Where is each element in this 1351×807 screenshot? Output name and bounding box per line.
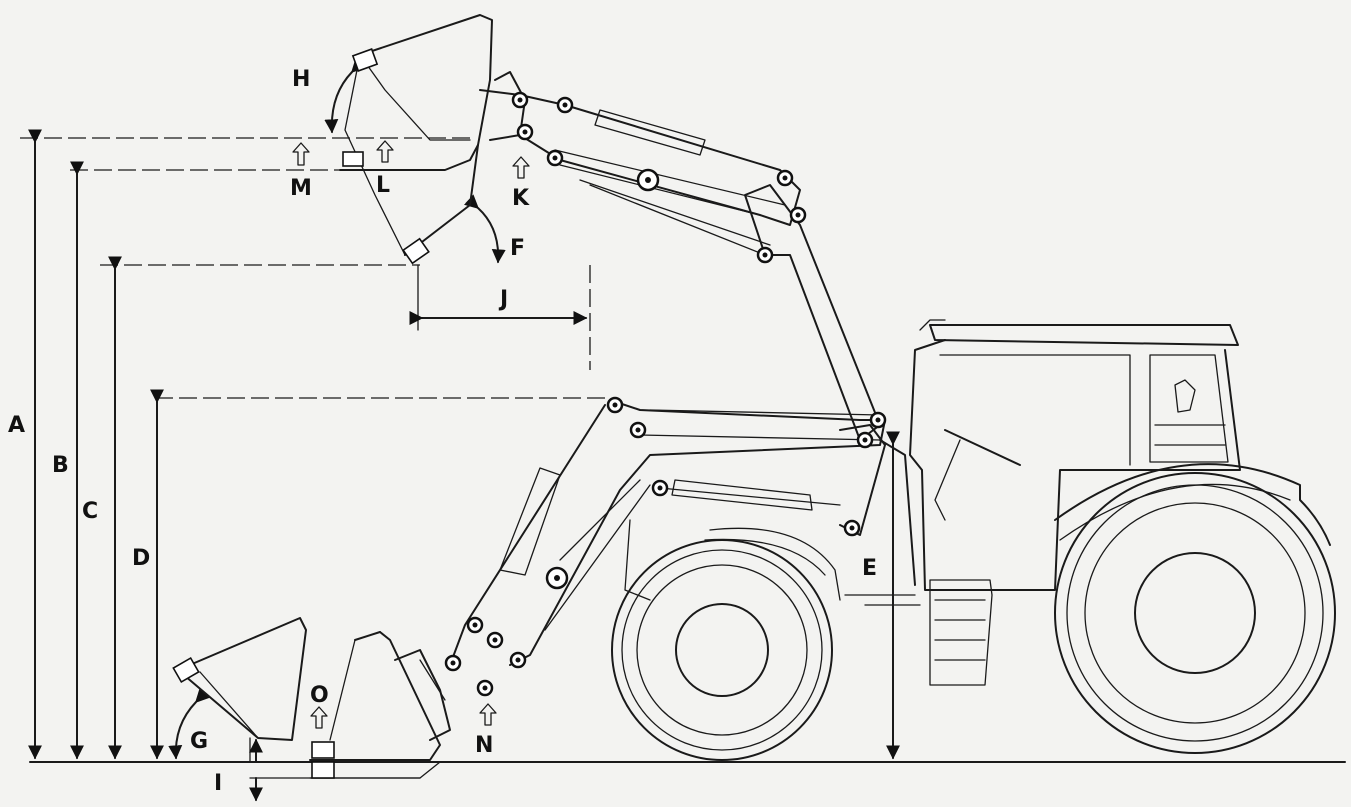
angle-H [324, 58, 366, 134]
label-A: A [8, 413, 25, 438]
label-D: D [132, 546, 150, 571]
label-O: O [310, 683, 329, 708]
label-B: B [52, 453, 69, 478]
label-J: J [498, 287, 508, 312]
label-F: F [510, 236, 525, 261]
raised-loader-arm [479, 71, 881, 441]
label-K: K [512, 186, 530, 211]
label-I: I [214, 771, 222, 796]
label-M: M [290, 176, 312, 201]
angle-G [168, 688, 210, 760]
label-C: C [82, 499, 98, 524]
indicator-arrows [292, 140, 530, 729]
label-L: L [376, 173, 390, 198]
label-E: E [862, 556, 877, 581]
tractor [611, 319, 1336, 761]
label-N: N [475, 733, 493, 758]
lowered-dump-bucket [172, 617, 307, 741]
angle-F [463, 194, 506, 264]
lowered-ground-bucket [309, 631, 451, 779]
reference-lines [20, 137, 610, 779]
lowered-loader-arm [444, 396, 887, 697]
label-G: G [190, 729, 208, 754]
label-H: H [292, 67, 310, 92]
raised-bucket [339, 14, 493, 265]
